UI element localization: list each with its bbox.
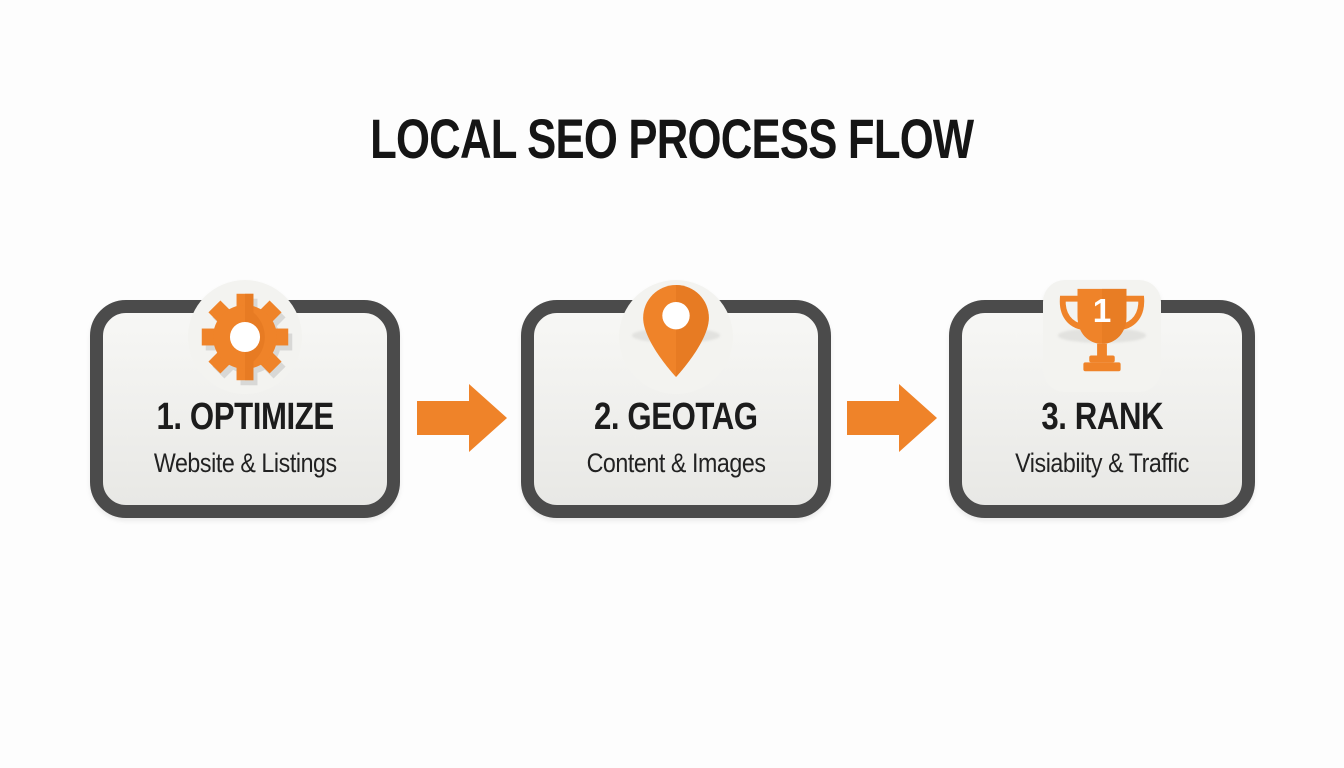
arrow-right-icon [847, 384, 937, 452]
page-title-text: LOCAL SEO PROCESS FLOW [370, 107, 974, 170]
gear-icon [201, 293, 289, 381]
step-box-rank: 1 3. RANK Visiabiity & Traffic [949, 280, 1255, 518]
step3-icon-badge: 1 [1043, 280, 1161, 392]
step-box-optimize: 1. OPTIMIZE Website & Listings [90, 280, 400, 518]
step1-icon-badge [188, 280, 302, 394]
trophy-icon: 1 [1059, 288, 1145, 372]
step2-icon-badge [619, 280, 733, 394]
page-title: LOCAL SEO PROCESS FLOW [0, 106, 1344, 171]
step2-heading: 2. GEOTAG [594, 396, 758, 438]
step3-subtitle: Visiabiity & Traffic [1015, 448, 1189, 478]
step2-subtitle: Content & Images [586, 448, 766, 478]
step1-subtitle: Website & Listings [153, 448, 337, 478]
trophy-number: 1 [1093, 293, 1112, 330]
location-pin-icon [643, 285, 709, 377]
step-box-geotag: 2. GEOTAG Content & Images [521, 280, 831, 518]
step3-heading: 3. RANK [1041, 396, 1163, 438]
arrow-right-icon [417, 384, 507, 452]
step1-heading: 1. OPTIMIZE [156, 396, 334, 438]
